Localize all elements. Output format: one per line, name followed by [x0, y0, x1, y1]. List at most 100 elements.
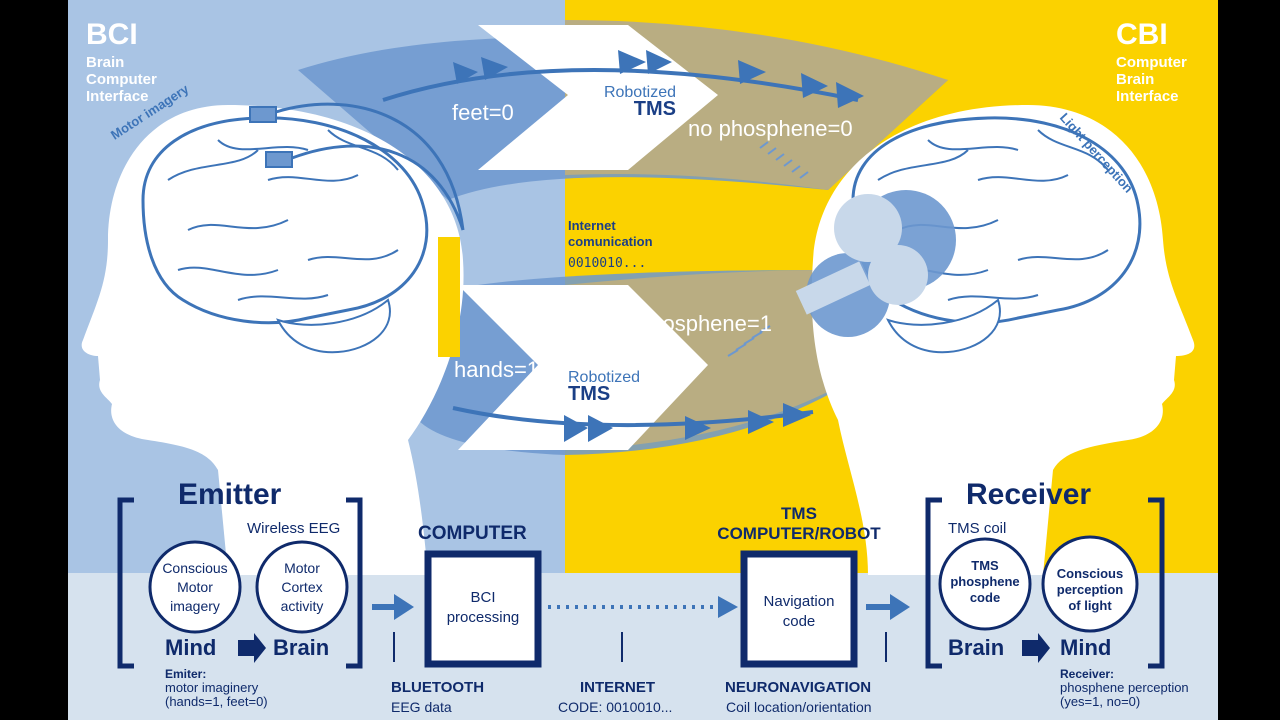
lower-arrowheads [564, 403, 811, 442]
tms-robot-title: TMS COMPUTER/ROBOT [694, 504, 904, 544]
box-line: Navigation [763, 593, 835, 610]
receiver-note-title: Receiver: [1060, 667, 1115, 681]
tms-coil-handle [795, 261, 871, 315]
computer-title: COMPUTER [418, 523, 527, 544]
eeg-amplifier [438, 237, 460, 357]
emitter-note: motor imaginery (hands=1, feet=0) [165, 681, 268, 709]
neuronavigation-sub: Coil location/orientation [726, 699, 872, 715]
no-phosphene-label: no phosphene=0 [688, 116, 853, 141]
bci-sub-line: Computer [86, 71, 157, 88]
eeg-electrode-1 [249, 106, 277, 123]
tms-coil-label: TMS coil [948, 520, 1007, 537]
circle-line: Motor [177, 579, 213, 595]
right-cerebellum [886, 298, 1001, 354]
note-line: phosphene perception [1060, 680, 1189, 695]
robotized-text: Robotized [603, 84, 676, 101]
arrow-neuronav-line [866, 604, 892, 610]
emitter-title: Emitter [178, 478, 282, 511]
navigation-box-text: Navigation code [748, 592, 850, 632]
eeg-electrode-2 [265, 151, 293, 168]
tms-coil-loop-3 [834, 194, 902, 262]
tms-text: TMS [633, 98, 676, 120]
internet-code-label: 0010010... [568, 256, 647, 271]
receiver-circle-conscious [1041, 535, 1139, 633]
emitter-circle2-text: Motor Cortex activity [257, 559, 347, 616]
lower-chevron-white [458, 285, 708, 450]
title-line: COMPUTER/ROBOT [717, 524, 881, 543]
cbi-sub-line: Interface [1116, 88, 1179, 105]
emitter-bracket-right [346, 497, 363, 669]
feet-label: feet=0 [452, 100, 514, 125]
internet-line: comunication [568, 234, 653, 249]
cbi-subtitle: Computer Brain Interface [1116, 54, 1187, 105]
internet-sub: CODE: 0010010... [558, 699, 673, 715]
circle-line: imagery [170, 598, 220, 614]
note-line: (yes=1, no=0) [1060, 694, 1141, 709]
circle-line: Motor [284, 560, 320, 576]
emitter-circle1-text: Conscious Motor imagery [150, 559, 240, 616]
computer-box-text: BCI processing [432, 588, 534, 628]
emitter-circle-motor [255, 540, 349, 634]
receiver-title: Receiver [966, 478, 1092, 511]
circle-line: phosphene [950, 574, 1020, 589]
title-line: TMS [781, 504, 817, 523]
emitter-bracket-left [117, 497, 134, 669]
bci-subtitle: Brain Computer Interface [86, 54, 157, 105]
receiver-bracket-left [925, 497, 942, 669]
robotized-text: Robotized [568, 369, 641, 386]
bluetooth-title: BLUETOOTH [391, 679, 485, 696]
cbi-sub-line: Computer [1116, 54, 1187, 71]
eeg-wires [275, 102, 465, 231]
receiver-note: phosphene perception (yes=1, no=0) [1060, 681, 1189, 709]
circle-line: Conscious [162, 560, 228, 576]
circle-line: code [969, 590, 1001, 605]
arrow-neuronav-head [890, 594, 910, 620]
upper-arrowheads [453, 50, 864, 108]
hands-label: hands=1 [454, 357, 540, 382]
emitter-note-title: Emiter: [165, 667, 207, 681]
circle-line: activity [280, 598, 324, 614]
emitter-mind-brain-arrow [238, 633, 266, 663]
field-stripes-upper [759, 141, 809, 179]
circle-line: Cortex [281, 579, 323, 595]
internet-line: Internet [568, 218, 616, 233]
tms-text: TMS [568, 383, 611, 405]
receiver-circle2-text: Conscious perception of light [1040, 566, 1140, 614]
circle-line: perception [1056, 582, 1124, 597]
circle-line: TMS [971, 558, 999, 573]
internet-communication-label: Internet comunication [568, 218, 653, 250]
box-line: BCI [470, 589, 496, 606]
receiver-circle-tms [938, 537, 1032, 631]
note-line: motor imaginery [165, 680, 259, 695]
navigation-box [740, 550, 858, 668]
receiver-brain-label: Brain [948, 635, 1005, 660]
box-line: processing [446, 609, 520, 626]
wireless-eeg-label: Wireless EEG [247, 520, 341, 537]
emitter-mind-label: Mind [165, 635, 217, 660]
receiver-circle1-text: TMS phosphene code [940, 558, 1030, 606]
cbi-title: CBI [1116, 18, 1168, 51]
emitter-brain-label: Brain [273, 635, 330, 660]
diagram-graphics [68, 0, 1218, 720]
phosphene-label: phosphene=1 [638, 311, 772, 336]
tms-upper-label: Robotized TMS [593, 84, 676, 119]
computer-box [424, 550, 542, 668]
receiver-brain-mind-arrow [1022, 633, 1050, 663]
circle-line: Conscious [1056, 566, 1124, 581]
cbi-sub-line: Brain [1116, 71, 1155, 88]
bci-sub-line: Brain [86, 54, 125, 71]
neuronavigation-title: NEURONAVIGATION [725, 679, 872, 696]
note-line: (hands=1, feet=0) [165, 694, 268, 709]
receiver-mind-label: Mind [1060, 635, 1112, 660]
left-brain-folds [167, 129, 399, 301]
field-stripes-lower [727, 325, 771, 357]
upper-arrow-line [382, 68, 859, 102]
diagram: BCI Brain Computer Interface CBI Compute… [68, 0, 1218, 720]
bci-title: BCI [86, 18, 138, 51]
circle-line: of light [1068, 598, 1112, 613]
tms-lower-label: Robotized TMS [568, 369, 640, 404]
arrow-bluetooth-line [372, 604, 396, 610]
bci-sub-line: Interface [86, 88, 149, 105]
arrow-bluetooth-head [394, 594, 414, 620]
